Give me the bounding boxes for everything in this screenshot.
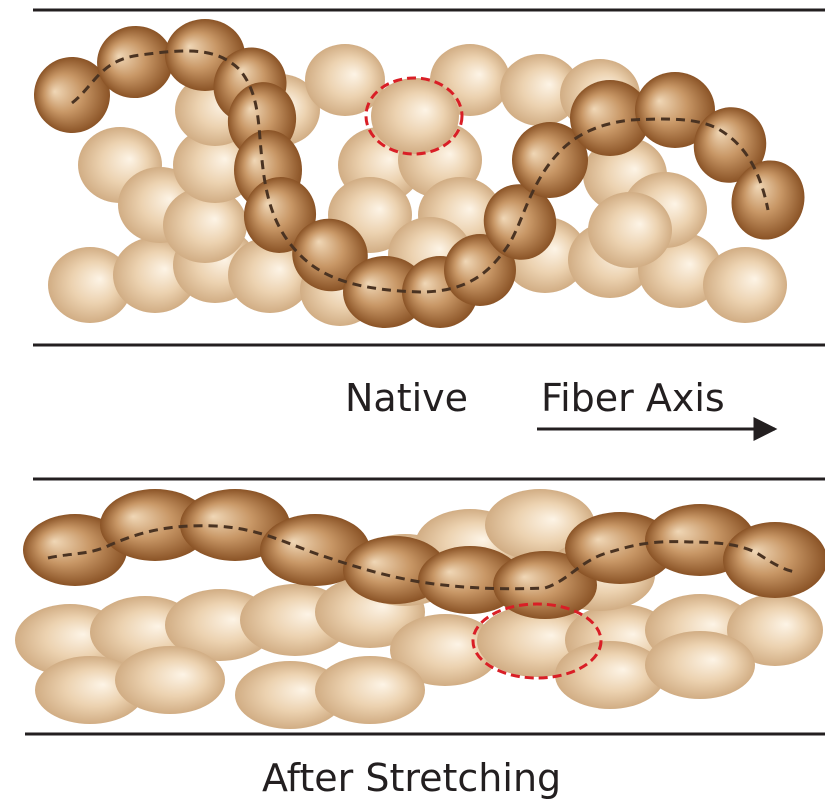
light-bead — [645, 631, 755, 699]
light-bead — [315, 656, 425, 724]
after-stretching-label: After Stretching — [262, 756, 561, 800]
light-bead — [588, 192, 672, 268]
light-bead — [703, 247, 787, 323]
chain-bead — [723, 522, 825, 598]
light-bead — [371, 78, 459, 154]
light-bead — [115, 646, 225, 714]
fiber-axis-label: Fiber Axis — [541, 376, 725, 420]
native-label: Native — [345, 376, 468, 420]
